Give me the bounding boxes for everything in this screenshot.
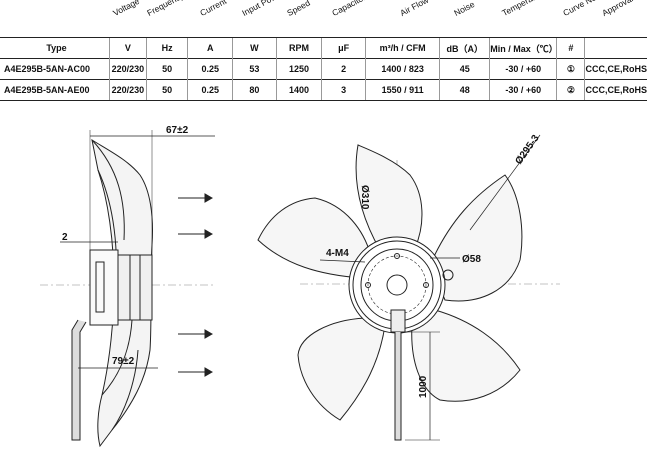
side-flange	[95, 261, 105, 313]
units-curve-no: #	[556, 37, 585, 59]
dim-67-label: 67±2	[166, 125, 189, 136]
dim-1000-label: 1000	[418, 375, 429, 398]
row-noise: 45	[439, 58, 490, 80]
units-noise: dB（A）	[439, 37, 490, 59]
row-approvals: CCC,CE,RoHS	[584, 79, 647, 101]
units-type: Type	[0, 37, 110, 59]
row-frequency: 50	[145, 58, 188, 80]
dim-4m4-label: 4-M4	[326, 248, 349, 259]
dim-diameter-295-label: Ø295-3	[513, 133, 541, 167]
row-noise: 48	[439, 79, 490, 101]
front-view	[257, 134, 560, 441]
row-voltage: 220/230	[109, 58, 147, 80]
units-frequency: Hz	[145, 37, 188, 59]
units-approvals	[584, 37, 647, 59]
arrow-head	[204, 329, 214, 339]
airflow-arrows	[178, 193, 214, 377]
hub-center	[386, 274, 408, 296]
fan-blade	[429, 174, 523, 302]
dim-295-leader	[469, 134, 541, 231]
row-approvals: CCC,CE,RoHS	[584, 58, 647, 80]
row-speed: 1250	[275, 58, 322, 80]
row-voltage: 220/230	[109, 79, 147, 101]
row-air-flow: 1400 / 823	[364, 58, 440, 80]
fan-blades	[257, 144, 523, 421]
arrow-head	[204, 367, 214, 377]
dim-diameter-310-label: Ø310	[359, 185, 370, 210]
row-temperature: -30 / +60	[489, 58, 557, 80]
row-curve-no: ②	[556, 79, 585, 101]
spec-table-section: Voltage Frequency Current Input Power Sp…	[0, 0, 648, 118]
table-row: A4E295B-5AN-AE00 220/230 50 0.25 80 1400…	[0, 79, 647, 101]
units-input-power: W	[232, 37, 277, 59]
fan-blade	[411, 309, 521, 402]
row-speed: 1400	[275, 79, 322, 101]
row-air-flow: 1550 / 911	[364, 79, 440, 101]
row-type: A4E295B-5AN-AE00	[0, 79, 110, 101]
units-air-flow: m³/h / CFM	[364, 37, 440, 59]
units-voltage: V	[109, 37, 147, 59]
side-blade-line	[111, 349, 139, 431]
fan-blade	[355, 144, 423, 251]
side-blade-line	[91, 139, 125, 241]
arrow-head	[204, 229, 214, 239]
fan-blade	[297, 317, 386, 421]
row-frequency: 50	[145, 79, 188, 101]
row-curve-no: ①	[556, 58, 585, 80]
units-current: A	[187, 37, 233, 59]
dim-79-label: 79±2	[112, 356, 135, 367]
dim-diameter-58-label: Ø58	[462, 254, 481, 265]
mount-hole	[394, 253, 400, 259]
side-motor-body	[117, 254, 153, 321]
row-capacitor: 3	[321, 79, 366, 101]
units-speed: RPM	[275, 37, 322, 59]
row-type: A4E295B-5AN-AC00	[0, 58, 110, 80]
side-blade-line	[101, 319, 133, 396]
fan-blade	[257, 197, 373, 279]
side-view	[40, 130, 215, 448]
cable-gland	[442, 269, 454, 281]
units-capacitor: μF	[321, 37, 366, 59]
mount-hole	[365, 282, 371, 288]
row-input-power: 80	[232, 79, 277, 101]
front-cable	[394, 332, 402, 441]
table-row: A4E295B-5AN-AC00 220/230 50 0.25 53 1250…	[0, 58, 647, 80]
row-current: 0.25	[187, 79, 233, 101]
side-cable	[71, 319, 87, 441]
spec-table: Type V Hz A W RPM μF m³/h / CFM dB（A） Mi…	[0, 37, 647, 101]
row-temperature: -30 / +60	[489, 79, 557, 101]
dim-4m4-leader	[319, 259, 366, 263]
row-capacitor: 2	[321, 58, 366, 80]
units-row: Type V Hz A W RPM μF m³/h / CFM dB（A） Mi…	[0, 37, 647, 59]
cable-exit	[390, 309, 406, 333]
mount-hole	[423, 282, 429, 288]
dim-2-label: 2	[62, 232, 68, 243]
row-current: 0.25	[187, 58, 233, 80]
arrow-head	[204, 193, 214, 203]
units-temperature: Min / Max（℃）	[489, 37, 558, 59]
row-input-power: 53	[232, 58, 277, 80]
